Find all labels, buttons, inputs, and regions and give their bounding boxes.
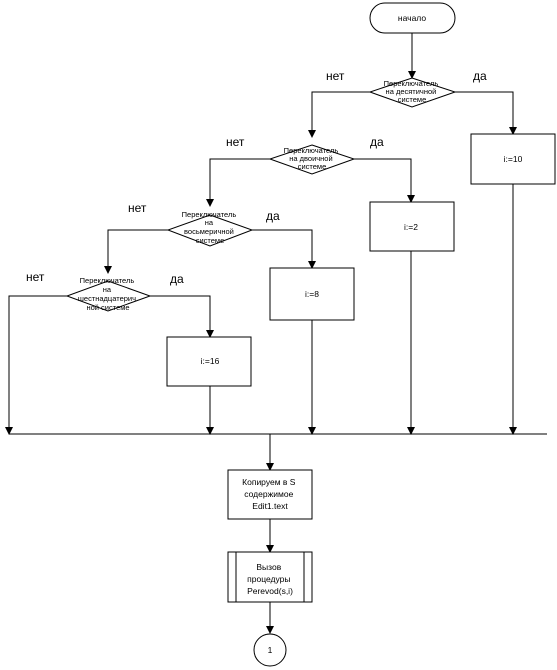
svg-text:Переключатель на десятич: Переключатель на десятичной системе xyxy=(384,79,441,104)
assign-box-2: i:=2 xyxy=(369,201,455,252)
assign-box-16: i:=16 xyxy=(166,336,252,387)
decision-binary: Переключатель на двоичной системе нет да xyxy=(226,135,384,175)
copy-line-2: содержимое xyxy=(244,489,293,499)
decision-1-line-1: Переключатель xyxy=(384,79,439,88)
assign-box-10: i:=10 xyxy=(470,133,556,185)
decision-3-line-4: системе xyxy=(196,236,225,245)
decision-3-yes-label: да xyxy=(266,209,280,223)
decision-2-line-2: на двоичной xyxy=(289,154,332,163)
assign-10-label: i:=10 xyxy=(504,154,523,164)
decision-1-line-2: на десятичной xyxy=(386,87,437,96)
assign-16-label: i:=16 xyxy=(201,356,220,366)
connector-lines xyxy=(5,33,547,634)
svg-text:Переключатель на ш: Переключатель на шестнадцатерич ной сист… xyxy=(78,276,138,312)
decision-4-line-3: шестнадцатерич xyxy=(78,294,136,303)
call-line-3: Perevod(s,i) xyxy=(247,586,293,596)
decision-4-line-2: на xyxy=(103,285,112,294)
decision-4-yes-label: да xyxy=(170,272,184,286)
connector-label: 1 xyxy=(268,645,273,655)
decision-2-yes-label: да xyxy=(370,135,384,149)
decision-3-line-1: Переключатель xyxy=(182,210,237,219)
call-line-2: процедуры xyxy=(247,574,290,584)
decision-2-no-label: нет xyxy=(226,135,245,149)
decision-hexadecimal: Переключатель на шестнадцатерич ной сист… xyxy=(26,270,184,312)
decision-1-no-label: нет xyxy=(326,69,345,83)
decision-2-line-1: Переключатель xyxy=(284,146,339,155)
decision-octal: Переключатель на восьмеричной системе не… xyxy=(128,201,280,247)
assign-8-label: i:=8 xyxy=(305,289,319,299)
assign-box-8: i:=8 xyxy=(269,267,355,321)
start-label: начало xyxy=(398,13,426,23)
start-terminal: начало xyxy=(369,2,456,34)
decision-3-no-label: нет xyxy=(128,201,147,215)
decision-decimal: Переключатель на десятичной системе нет … xyxy=(326,69,487,108)
decision-4-line-4: ной системе xyxy=(86,303,129,312)
copy-process-box: Копируем в S содержимое Edit1.text xyxy=(227,469,313,520)
decision-2-line-3: системе xyxy=(298,162,327,171)
decision-4-line-1: Переключатель xyxy=(80,276,135,285)
assign-2-label: i:=2 xyxy=(404,222,418,232)
decision-4-no-label: нет xyxy=(26,270,45,284)
page-connector: 1 xyxy=(253,633,287,667)
svg-text:Переключатель на двоично: Переключатель на двоичной системе xyxy=(284,146,341,171)
svg-text:Копируем в S содержимое: Копируем в S содержимое Edit1.text xyxy=(242,477,298,511)
decision-1-yes-label: да xyxy=(473,69,487,83)
decision-1-line-3: системе xyxy=(398,95,427,104)
svg-text:Вызов процедуры Pe: Вызов процедуры Perevod(s,i) xyxy=(247,562,293,596)
decision-3-line-3: восьмеричной xyxy=(184,227,234,236)
copy-line-1: Копируем в S xyxy=(242,477,296,487)
copy-line-3: Edit1.text xyxy=(252,501,288,511)
svg-text:Переключатель на в: Переключатель на восьмеричной системе xyxy=(182,210,239,245)
decision-3-line-2: на xyxy=(205,218,214,227)
call-line-1: Вызов xyxy=(256,562,281,572)
procedure-call-box: Вызов процедуры Perevod(s,i) xyxy=(227,551,313,603)
